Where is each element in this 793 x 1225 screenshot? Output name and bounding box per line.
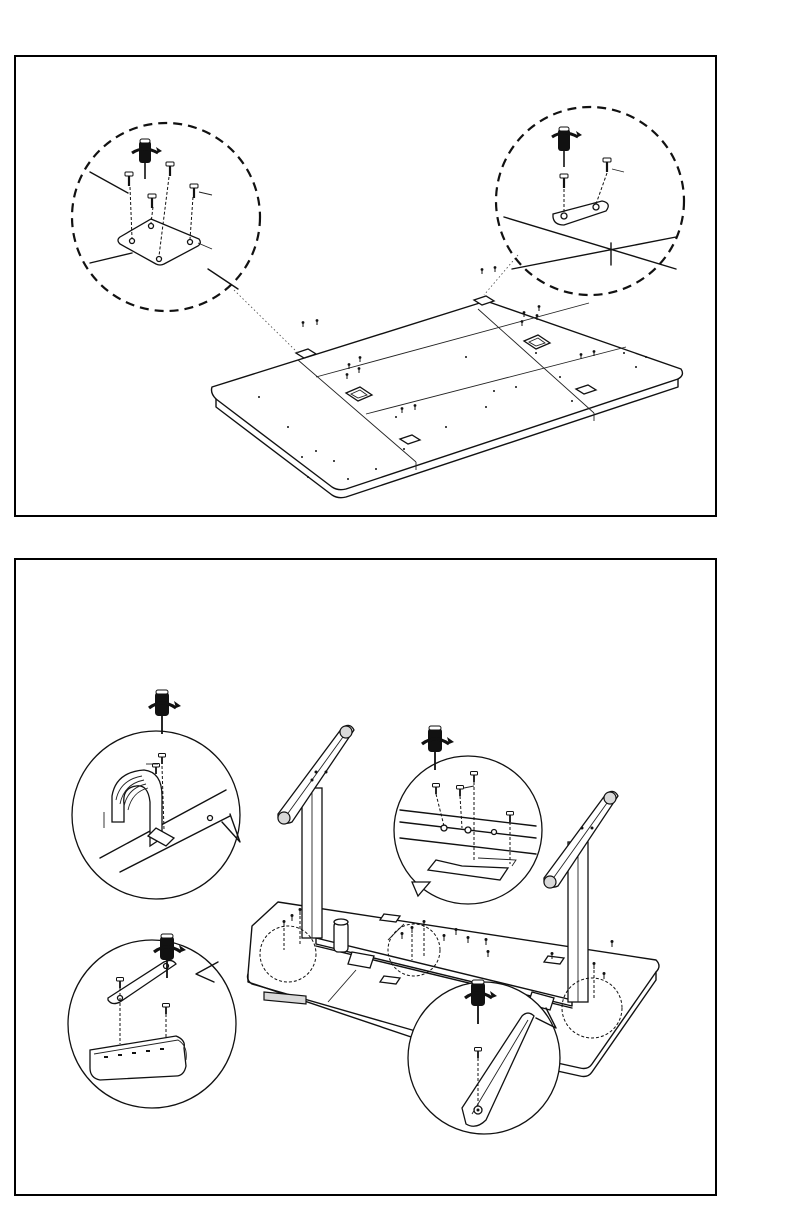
crossbar-plate-screws-detail [394,726,542,904]
desktop-board [212,266,683,498]
step-1-panel [14,55,717,517]
step-1-illustration [16,57,719,519]
step-2-panel [14,558,717,1196]
connector-plate-1 [296,349,316,358]
foot-bracket-screws-detail [408,980,560,1134]
control-panel [264,992,306,1004]
hardware-screws [302,266,596,413]
mounting-plate-screws-detail [72,123,260,311]
step-2-illustration [16,560,719,1198]
frame-screws [283,908,614,1000]
right-leg [544,791,618,1002]
mounting-plate-left [346,387,372,401]
connector-plate-4 [576,385,596,394]
cable-tray-screws-detail [72,690,240,899]
connector-plate-3 [400,435,420,444]
mounting-plate-right [524,335,550,349]
connector-plate-screws-detail [496,107,684,295]
control-panel-screws-detail [68,934,236,1108]
left-leg [278,725,354,938]
